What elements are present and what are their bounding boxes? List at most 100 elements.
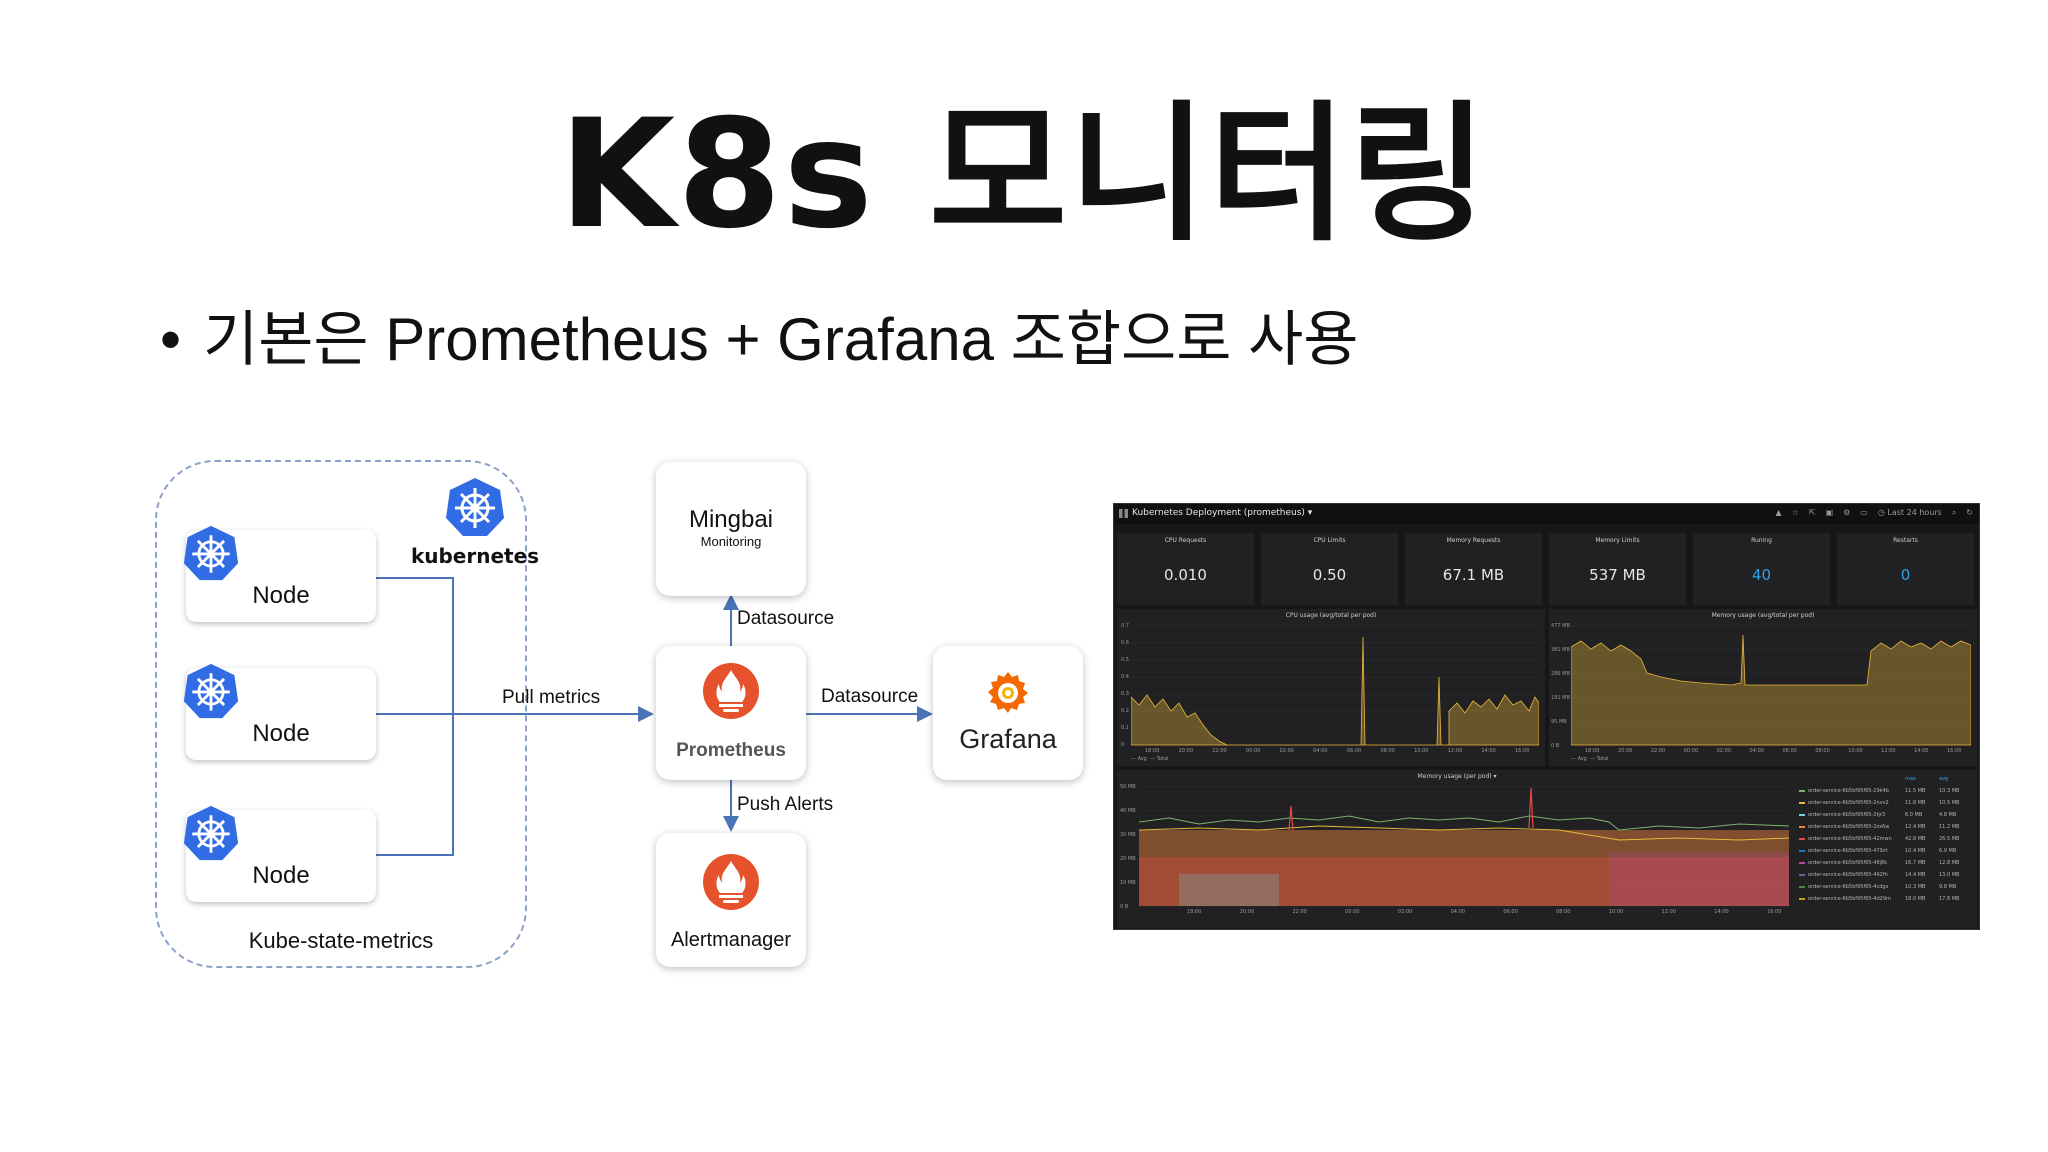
node3-connector xyxy=(376,714,454,856)
legend-item[interactable]: order-service-6b5bf95f65-2zx6w 12.4 MB 11.… xyxy=(1799,824,1959,830)
y-tick-label: 50 MB xyxy=(1120,784,1136,790)
dashboard-title[interactable]: Kubernetes Deployment (prometheus) ▾ xyxy=(1132,508,1313,518)
series-max: 42.8 MB xyxy=(1905,836,1926,842)
x-tick-label: 14:00 xyxy=(1914,748,1929,754)
y-tick-label: 0 B xyxy=(1551,743,1560,749)
time-range-picker[interactable]: ◷ Last 24 hours xyxy=(1877,508,1942,517)
memory-per-pod-graph xyxy=(1139,786,1789,907)
grafana-dashboard: Kubernetes Deployment (prometheus) ▾ ▲ ☆… xyxy=(1113,503,1980,930)
stat-title: CPU Requests xyxy=(1164,537,1207,544)
refresh-icon[interactable]: ↻ xyxy=(1966,508,1973,517)
stat-value: 40 xyxy=(1751,566,1772,584)
stat-value: 537 MB xyxy=(1589,566,1646,584)
diagram-edges xyxy=(376,577,933,856)
bullet-point: •기본은 Prometheus + Grafana 조합으로 사용 xyxy=(160,300,1359,380)
bullet-dot: • xyxy=(160,306,182,373)
series-max: 12.4 MB xyxy=(1905,824,1926,830)
x-tick-label: 14:00 xyxy=(1481,748,1496,754)
series-name: order-service-6b5bf95f65-48j8k xyxy=(1808,860,1888,866)
legend-avg: — Avg xyxy=(1571,756,1587,762)
series-swatch xyxy=(1799,861,1805,864)
series-avg: 11.2 MB xyxy=(1939,824,1960,830)
x-tick-label: 16:00 xyxy=(1947,748,1962,754)
x-tick-label: 06:00 xyxy=(1782,748,1797,754)
gear-icon[interactable]: ⚙ xyxy=(1843,508,1851,517)
stat-value: 0.010 xyxy=(1164,566,1207,584)
kubernetes-logo: kubernetes xyxy=(410,476,540,568)
stat-panel-cpu-requests: CPU Requests 0.010 xyxy=(1117,533,1254,605)
legend-total: — Total xyxy=(1590,756,1609,762)
x-tick-label: 22:00 xyxy=(1292,909,1307,915)
series-swatch xyxy=(1799,849,1805,852)
series-avg: 9.8 MB xyxy=(1939,884,1957,890)
x-tick-label: 22:00 xyxy=(1212,748,1227,754)
legend-max-header[interactable]: max xyxy=(1905,776,1916,782)
prometheus-icon xyxy=(703,663,759,719)
panel-title[interactable]: Memory usage (per pod) ▾ xyxy=(1417,773,1497,780)
y-tick-label: 40 MB xyxy=(1120,808,1136,814)
x-tick-label: 02:00 xyxy=(1279,748,1294,754)
series-name: order-service-6b5bf95f65-2zx6w xyxy=(1808,824,1890,830)
stat-panel-running: Runing 40 xyxy=(1693,533,1830,605)
x-tick-label: 02:00 xyxy=(1397,909,1413,915)
save-icon[interactable]: ▣ xyxy=(1825,508,1834,517)
grafana-label: Grafana xyxy=(959,724,1057,754)
series-avg: 17.8 MB xyxy=(1939,896,1960,902)
stat-title: Memory Requests xyxy=(1446,537,1501,544)
series-max: 11.8 MB xyxy=(1905,800,1926,806)
series-avg: 10.5 MB xyxy=(1939,800,1960,806)
slide-title: K8s 모니터링 xyxy=(558,88,1490,262)
x-tick-label: 12:00 xyxy=(1447,748,1463,754)
y-tick-label: 30 MB xyxy=(1120,832,1136,838)
x-tick-label: 04:00 xyxy=(1749,748,1764,754)
series-avg: 10.3 MB xyxy=(1939,788,1960,794)
x-tick-label: 08:00 xyxy=(1556,909,1571,915)
zoom-icon[interactable]: ⌕ xyxy=(1951,508,1957,517)
share-icon[interactable]: ⇱ xyxy=(1808,508,1816,517)
node-label: Node xyxy=(252,720,310,747)
graph-icon[interactable]: ▲ xyxy=(1775,508,1782,517)
node-2: Node xyxy=(183,663,376,760)
dashboards-icon[interactable] xyxy=(1119,509,1128,518)
node1-connector xyxy=(376,577,454,714)
kubernetes-label: kubernetes xyxy=(410,544,540,568)
series-swatch xyxy=(1799,813,1805,816)
series-max: 11.5 MB xyxy=(1905,788,1926,794)
star-icon[interactable]: ☆ xyxy=(1791,508,1799,517)
prometheus-label: Prometheus xyxy=(676,740,786,761)
x-tick-label: 00:00 xyxy=(1245,748,1261,754)
cpu-usage-graph xyxy=(1131,625,1539,746)
x-tick-label: 20:00 xyxy=(1617,748,1633,754)
series-name: order-service-6b5bf95f65-2tjr3 xyxy=(1808,812,1886,818)
grafana-box: Grafana xyxy=(933,646,1083,780)
legend-avg-header[interactable]: avg xyxy=(1939,776,1949,782)
x-tick-label: 10:00 xyxy=(1414,748,1429,754)
series-swatch xyxy=(1799,873,1805,876)
memory-per-pod-panel: Memory usage (per pod) ▾ 50 MB 40 MB 30 MB… xyxy=(1117,770,1977,928)
memory-usage-graph xyxy=(1571,625,1971,746)
stat-panel-cpu-limits: CPU Limits 0.50 xyxy=(1261,533,1398,605)
x-tick-label: 20:00 xyxy=(1178,748,1194,754)
kubernetes-cluster xyxy=(155,460,527,968)
series-avg: 4.8 MB xyxy=(1939,812,1957,818)
node-label: Node xyxy=(252,582,310,609)
monitor-icon[interactable]: ▭ xyxy=(1860,508,1868,517)
x-tick-label: 02:00 xyxy=(1716,748,1732,754)
mingbai-title: Mingbai xyxy=(688,506,774,533)
y-tick-label: 381 MB xyxy=(1551,647,1570,653)
node-1: Node xyxy=(183,525,376,622)
series-swatch xyxy=(1799,801,1805,804)
series-max: 16.7 MB xyxy=(1905,860,1926,866)
x-tick-label: 06:00 xyxy=(1346,748,1362,754)
series-swatch xyxy=(1799,897,1805,900)
